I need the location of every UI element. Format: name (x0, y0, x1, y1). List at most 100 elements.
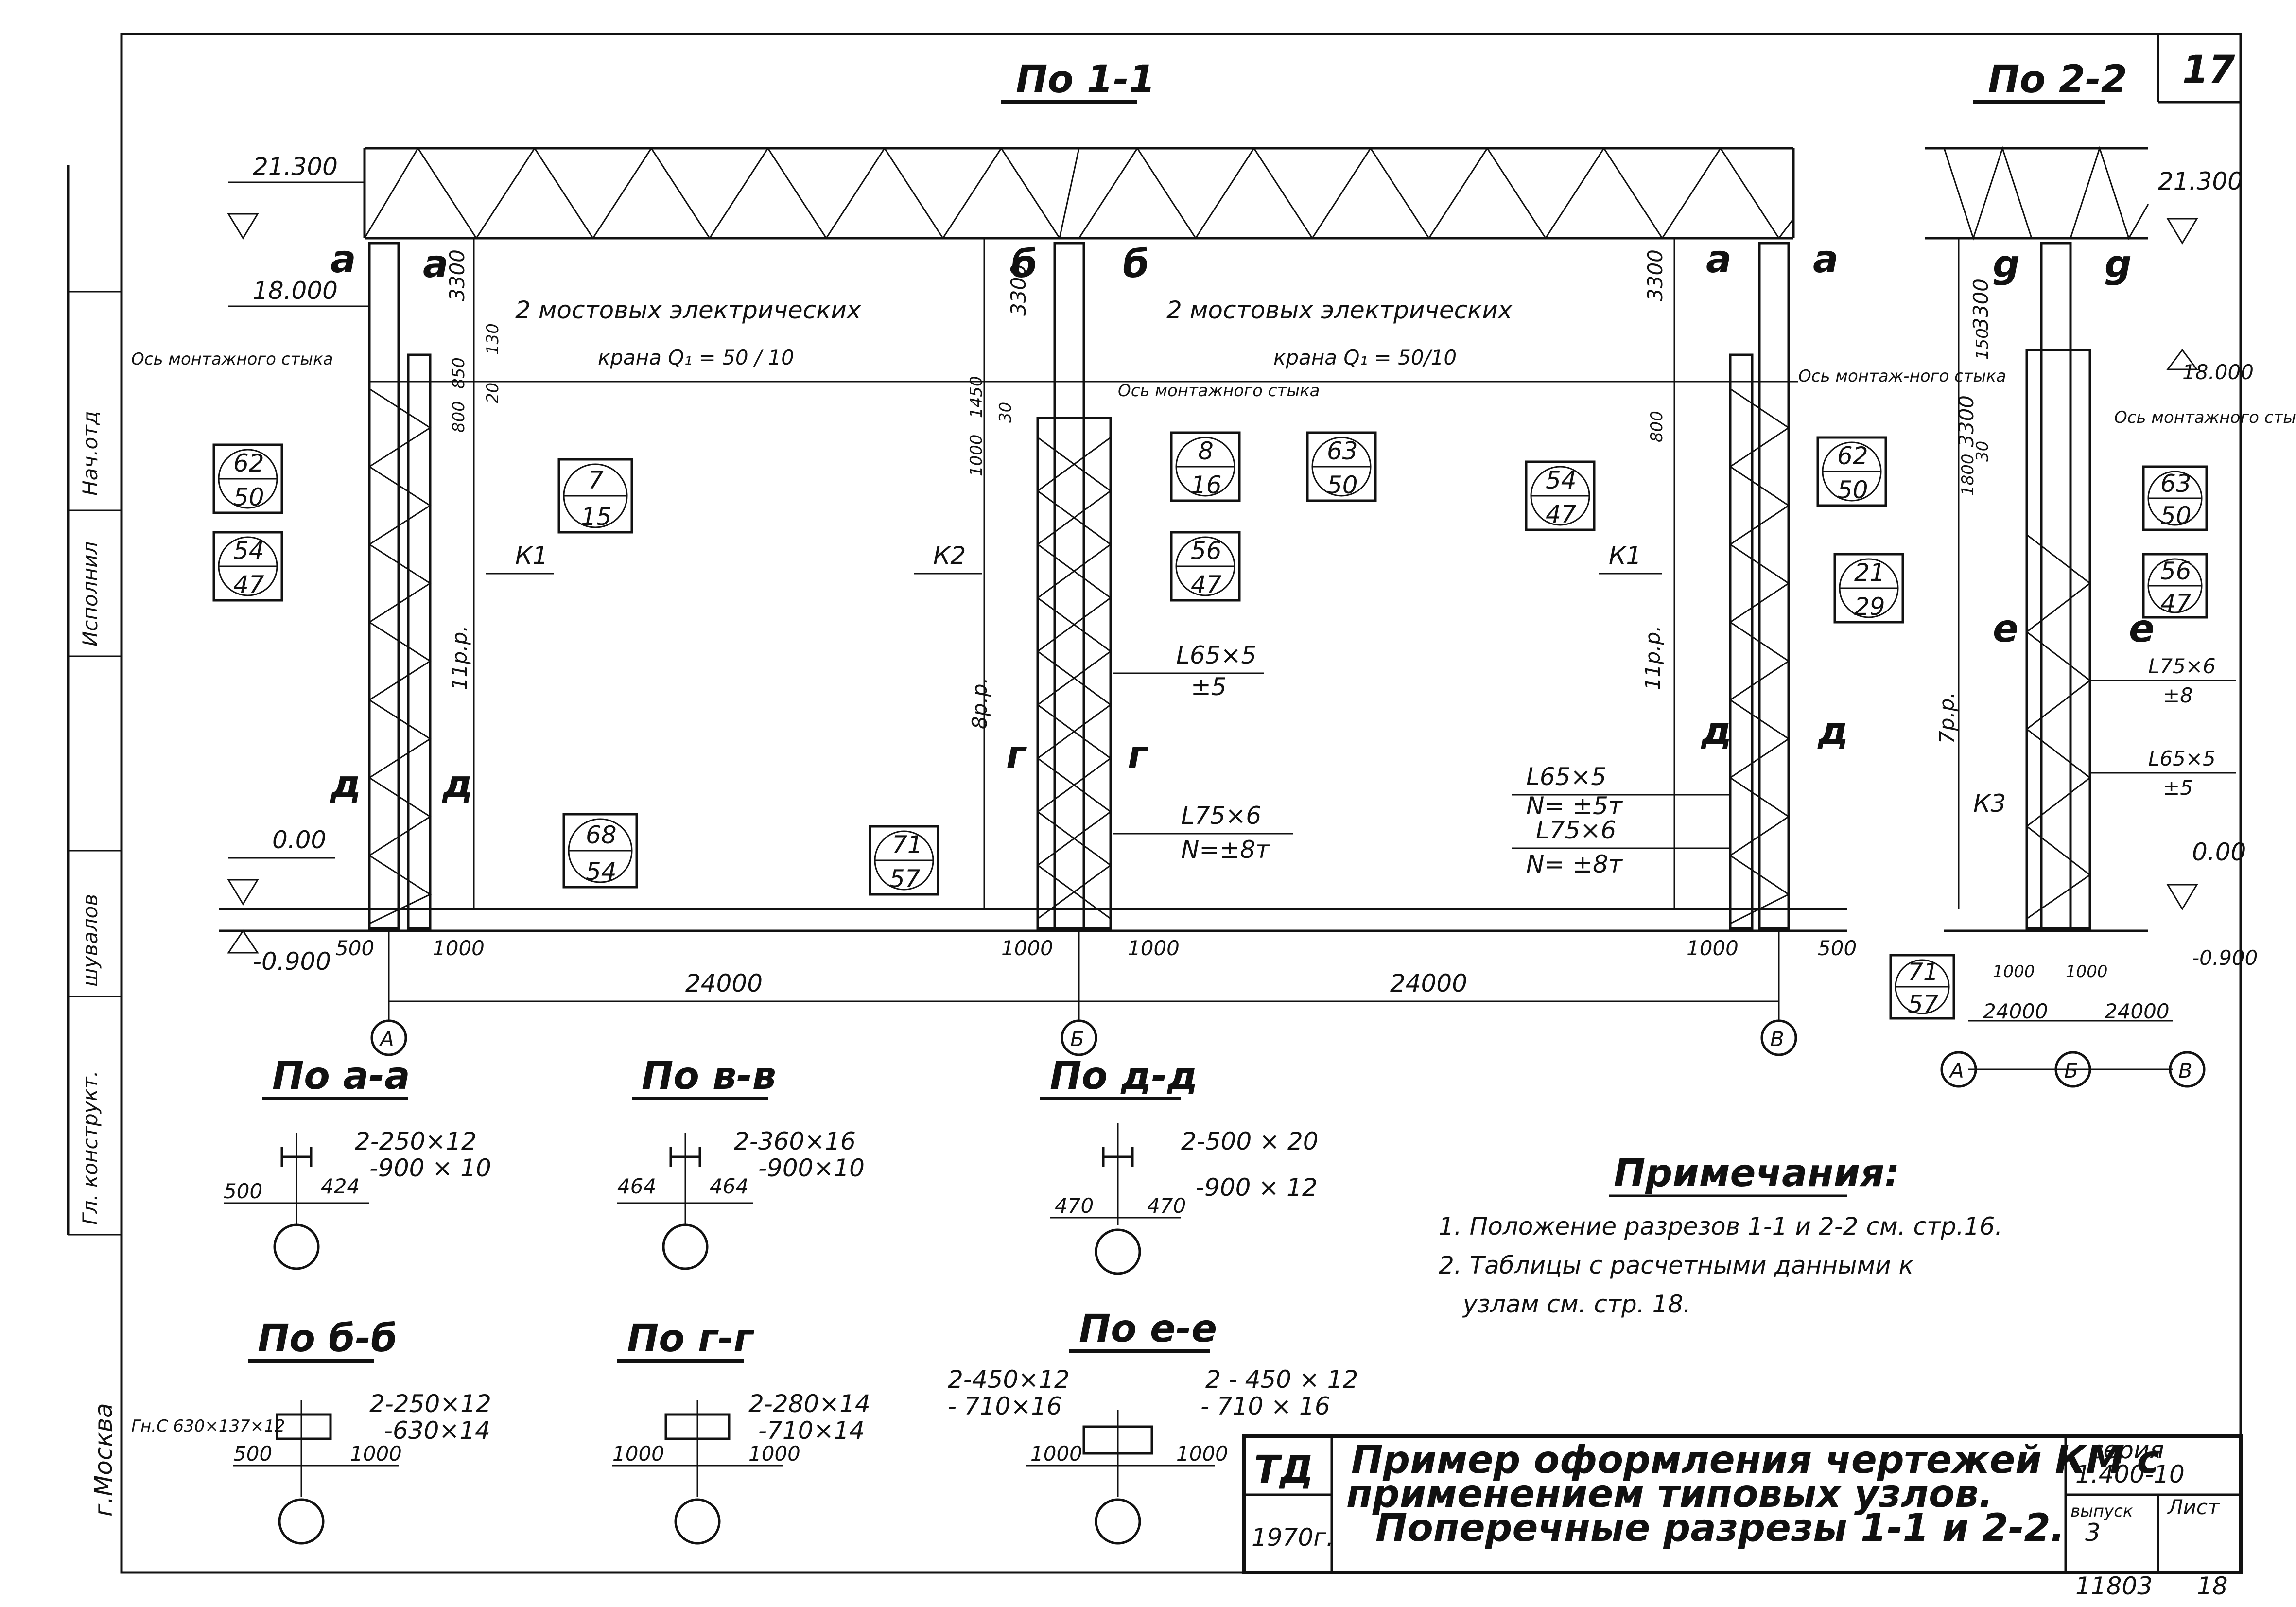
node-ref: 68 54 (562, 813, 638, 889)
node-63-50-bottom: 50 (1327, 471, 1358, 499)
node-8-16-top: 8 (1198, 437, 1214, 465)
node-ref: 71 57 (869, 825, 939, 896)
org-name: ТД (1254, 1448, 1314, 1492)
node-62-50b-bottom: 50 (1837, 476, 1868, 504)
cut-g-2: г (1128, 734, 1148, 777)
detail-title: По д-д (1050, 1054, 1198, 1098)
crane-capacity-left: крана Q₁ = 50 / 10 (598, 346, 794, 369)
page-number: 18 (2197, 1572, 2228, 1600)
col-label-right: К1 (1609, 541, 1641, 570)
section-1-1-title: По 1-1 (1016, 58, 1155, 102)
dim-v-800-right: 800 (1647, 411, 1667, 442)
node-62-50-bottom: 50 (233, 483, 264, 511)
dim-v-20-left: 20 (483, 383, 503, 403)
dim-v-150-2-2: 150 (1973, 328, 1992, 360)
detail-dim-right: 424 (321, 1174, 360, 1198)
note-1: 1. Положение разрезов 1-1 и 2-2 см. стр.… (1439, 1212, 2002, 1240)
offset-1000-mid-l: 1000 (1001, 936, 1053, 960)
detail-spec-2: -900 × 12 (1196, 1173, 1318, 1202)
member-l65-right-force: N= ±5т (1526, 792, 1623, 820)
dim-v-3300-left: 3300 (445, 249, 469, 301)
offset-1000-left: 1000 (433, 936, 485, 960)
dim-v-800-left: 800 (449, 401, 469, 433)
detail-dim-right: 1000 (1176, 1442, 1228, 1466)
detail-dim-left: 500 (224, 1179, 262, 1203)
node-62-50-top: 62 (233, 449, 264, 477)
node-ref: 63 50 (2142, 465, 2208, 531)
issue-value: 3 (2085, 1519, 2101, 1547)
span-right: 24000 (1390, 969, 1467, 997)
detail-spec-1: 2-250×12 (355, 1127, 477, 1155)
cut-e-2-2-left: е (1993, 607, 2018, 651)
cut-d-2: д (442, 763, 473, 806)
detail-title: По б-б (258, 1317, 397, 1361)
axis-2-2-a: А (1948, 1059, 1964, 1083)
detail-e-e: По е-е 2-450×12 - 710×16 2 - 450 × 12 - … (948, 1307, 1358, 1545)
axis-2-2-b: Б (2064, 1059, 2078, 1083)
crane-capacity-right: крана Q₁ = 50/10 (1273, 346, 1457, 369)
detail-dim-right: 1000 (748, 1442, 800, 1466)
node-56-47-top: 56 (1191, 537, 1222, 565)
node-21-29-bottom: 29 (1854, 593, 1885, 621)
node-7-15-top: 7 (588, 466, 604, 494)
column-k2-middle (1036, 242, 1112, 930)
offset-1000-right: 1000 (1687, 936, 1739, 960)
detail-profile: Гн.С 630×137×12 (131, 1416, 285, 1436)
node-ref: 63 50 (1306, 431, 1377, 502)
title-line-1: Пример оформления чертежей КМ с (1351, 1438, 2159, 1482)
elev-crane-2-2: 18.000 (2182, 360, 2254, 384)
node-ref: 56 47 (2142, 553, 2208, 619)
member-l65-2-2: L65×5 (2148, 747, 2216, 770)
node-ref: 71 57 (1889, 954, 1955, 1020)
detail-g-g: По г-г 2-280×14 -710×14 1000 1000 (612, 1317, 870, 1545)
panels-mid: 8р.р. (968, 677, 991, 729)
cut-d-1: д (330, 763, 361, 806)
offset-1000-2-2-left: 1000 (1993, 962, 2035, 981)
doc-number: 11803 (2075, 1572, 2153, 1600)
title-block: ТД 1970г. Пример оформления чертежей КМ … (1242, 1434, 2243, 1600)
node-ref: 62 50 (1816, 436, 1887, 507)
axis-2-2-v: В (2178, 1059, 2192, 1083)
cut-d-3: д (1701, 709, 1732, 753)
panels-2-2: 7р.р. (1935, 692, 1959, 744)
member-l75-right-force: N= ±8т (1526, 850, 1623, 878)
detail-spec-left-2: - 710×16 (948, 1392, 1062, 1420)
title-line-2: применением типовых узлов. (1346, 1472, 1993, 1516)
cut-e-2-2-right: е (2129, 607, 2155, 651)
notes-title: Примечания: (1614, 1152, 1899, 1195)
column-k1-right (1729, 242, 1790, 930)
detail-title: По г-г (627, 1317, 754, 1361)
detail-dim-left: 1000 (612, 1442, 664, 1466)
node-71-57-top: 71 (892, 831, 923, 859)
node-68-54-top: 68 (586, 821, 617, 849)
dim-v-1450-mid: 1450 (967, 376, 986, 418)
detail-dim-left: 500 (233, 1442, 272, 1466)
node-71-57-bottom: 57 (889, 865, 921, 893)
col-label-k3: К3 (1973, 789, 2006, 818)
detail-title: По е-е (1079, 1307, 1217, 1351)
elev-crane-1-1: 18.000 (253, 277, 338, 305)
node-ref: 21 29 (1833, 553, 1904, 624)
roof-truss (363, 147, 1795, 240)
detail-spec-2: - 710 × 16 (1200, 1392, 1330, 1420)
member-l75-right: L75×6 (1536, 816, 1616, 844)
detail-dim-right: 1000 (350, 1442, 402, 1466)
span-left: 24000 (685, 969, 763, 997)
member-l65-right: L65×5 (1526, 763, 1606, 791)
stamp-role-1: Гл. конструкт. (78, 1070, 102, 1225)
node-68-54-bottom: 54 (586, 857, 617, 886)
elev-zero-2-2: 0.00 (2192, 838, 2246, 866)
note-2: 2. Таблицы с расчетными данными к (1439, 1251, 1913, 1279)
sheet-label: Лист (2167, 1495, 2220, 1519)
detail-b-b: По б-б Гн.С 630×137×12 2-250×12 -630×14 … (131, 1317, 491, 1545)
member-l65-mid-force: ±5 (1191, 673, 1227, 701)
node-54-47-bottom: 47 (233, 571, 264, 599)
node-63-50-top: 63 (1327, 437, 1358, 465)
joint-axis-mid: Ось монтажного стыка (1118, 381, 1320, 401)
cut-d-4: д (1817, 709, 1848, 753)
col-label-mid: К2 (933, 541, 966, 570)
cut-b-2: б (1123, 243, 1149, 286)
dim-v-3300-right: 3300 (1643, 249, 1667, 301)
member-l75-mid: L75×6 (1181, 802, 1261, 830)
